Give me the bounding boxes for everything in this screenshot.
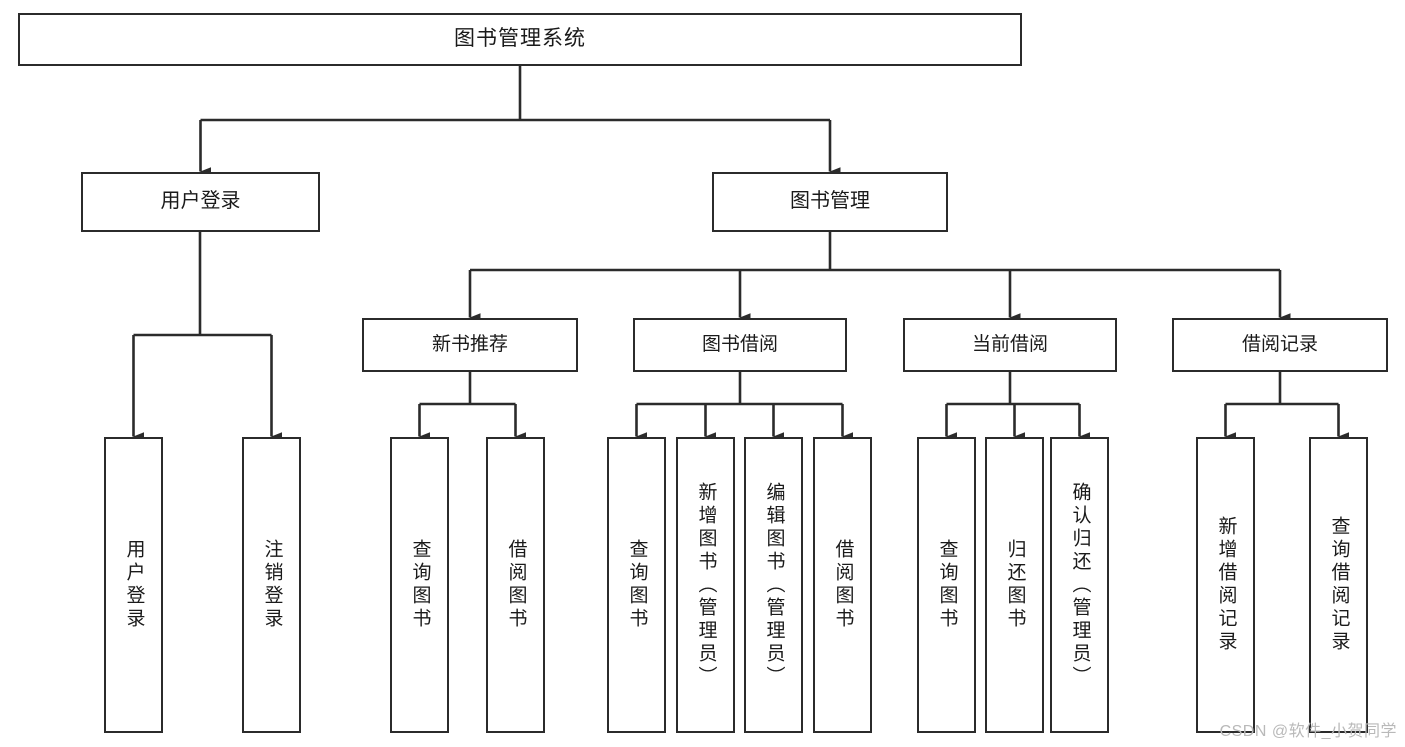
node-leaf-confirm-return[interactable]: 确认归还（管理员） [1050,437,1109,733]
node-label: 编辑图书（管理员） [763,481,785,689]
node-label: 新增图书（管理员） [695,481,717,689]
node-book-manage[interactable]: 图书管理 [712,172,948,232]
node-label: 当前借阅 [971,333,1048,355]
node-user-login[interactable]: 用户登录 [81,172,320,232]
node-label: 图书管理 [790,190,870,213]
node-leaf-query-book-2[interactable]: 查询图书 [607,437,666,733]
node-label: 新增借阅记录 [1215,516,1237,654]
node-label: 归还图书 [1004,539,1026,631]
node-new-book-rec[interactable]: 新书推荐 [362,318,578,372]
node-leaf-add-record[interactable]: 新增借阅记录 [1196,437,1255,733]
node-label: 注销登录 [261,539,283,631]
node-label: 用户登录 [160,190,241,213]
node-leaf-query-book-3[interactable]: 查询图书 [917,437,976,733]
node-leaf-logout[interactable]: 注销登录 [242,437,301,733]
node-leaf-query-book-1[interactable]: 查询图书 [390,437,449,733]
node-label: 查询图书 [626,539,648,631]
node-label: 确认归还（管理员） [1069,481,1091,689]
node-label: 图书管理系统 [454,27,586,51]
node-label: 用户登录 [123,539,145,631]
node-leaf-add-book[interactable]: 新增图书（管理员） [676,437,735,733]
node-label: 借阅图书 [832,539,854,631]
node-label: 查询借阅记录 [1328,516,1350,654]
node-label: 查询图书 [409,539,431,631]
watermark-text: CSDN @软件_小贺同学 [1219,723,1397,740]
node-label: 图书借阅 [701,333,778,355]
node-leaf-borrow-book-1[interactable]: 借阅图书 [486,437,545,733]
node-book-borrow[interactable]: 图书借阅 [633,318,847,372]
node-leaf-user-login[interactable]: 用户登录 [104,437,163,733]
node-label: 新书推荐 [431,333,508,355]
node-leaf-query-record[interactable]: 查询借阅记录 [1309,437,1368,733]
node-borrow-record[interactable]: 借阅记录 [1172,318,1388,372]
node-label: 借阅图书 [505,539,527,631]
node-label: 借阅记录 [1241,333,1318,355]
node-root[interactable]: 图书管理系统 [18,13,1022,66]
node-leaf-return-book[interactable]: 归还图书 [985,437,1044,733]
node-label: 查询图书 [936,539,958,631]
node-current-borrow[interactable]: 当前借阅 [903,318,1117,372]
node-leaf-borrow-book-2[interactable]: 借阅图书 [813,437,872,733]
node-leaf-edit-book[interactable]: 编辑图书（管理员） [744,437,803,733]
